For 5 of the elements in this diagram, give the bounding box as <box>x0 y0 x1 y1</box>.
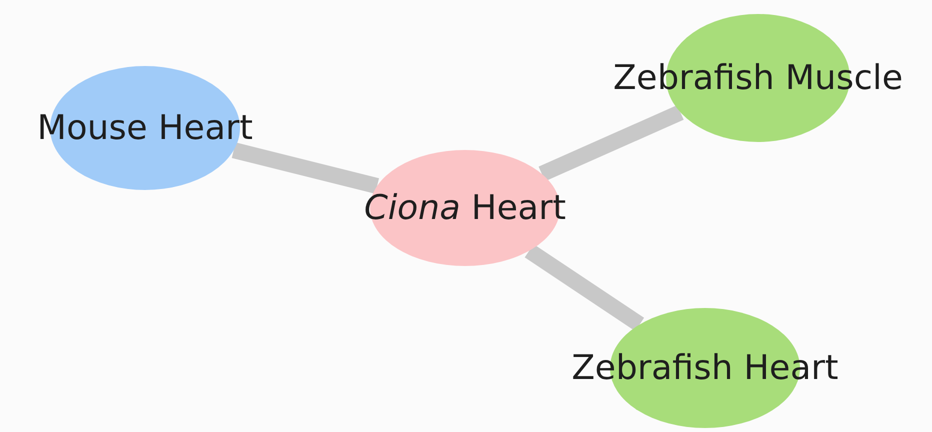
node-label: Mouse Heart <box>37 108 253 148</box>
connector-line <box>232 142 380 194</box>
connector-line <box>538 105 684 182</box>
node-label: Ciona Heart <box>364 188 566 228</box>
connector-line <box>524 244 644 332</box>
